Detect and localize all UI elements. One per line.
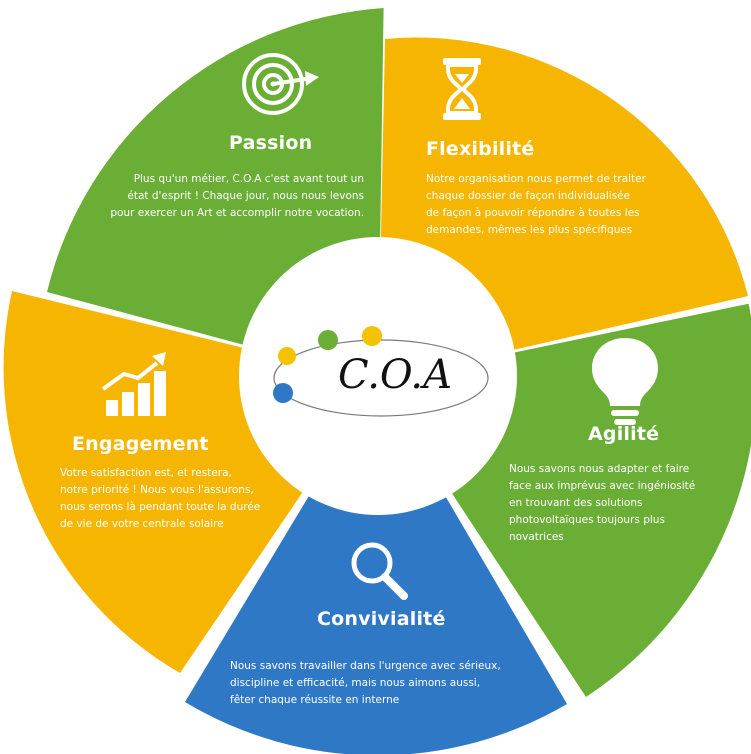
passion-title: Passion: [229, 132, 313, 154]
agilite-text: Nous savons nous adapter et faire face a…: [509, 461, 695, 546]
engagement-line-2: notre priorité ! Nous vous l'assurons,: [60, 484, 254, 496]
flexibilite-line-4: demandes, mêmes les plus spécifiques: [426, 224, 633, 236]
flexibilite-line-2: chaque dossier de façon individualisée: [426, 190, 631, 202]
lightbulb-icon: [592, 338, 658, 425]
agilite-line-2: face aux imprévus avec ingéniosité: [509, 480, 696, 492]
segment-convivialite: [185, 381, 567, 754]
logo-dot-yellow-large: [362, 326, 382, 346]
engagement-text: Votre satisfaction est, et restera, notr…: [60, 465, 260, 533]
convivialite-line-3: fêter chaque réussite en interne: [230, 694, 400, 706]
coa-logo-text: C.O.A: [338, 352, 452, 398]
convivialite-title: Convivialité: [317, 608, 446, 630]
passion-line-2: état d'esprit ! Chaque jour, nous nous l…: [127, 190, 364, 202]
passion-text: Plus qu'un métier, C.O.A c'est avant tou…: [82, 171, 364, 222]
passion-line-3: pour exercer un Art et accomplir notre v…: [110, 207, 364, 219]
logo-dot-yellow-small: [278, 347, 296, 365]
growth-chart-icon: [101, 352, 166, 416]
convivialite-line-1: Nous savons travailler dans l'urgence av…: [230, 660, 501, 672]
magnifier-icon: [351, 542, 408, 600]
convivialite-text: Nous savons travailler dans l'urgence av…: [230, 658, 501, 709]
agilite-line-1: Nous savons nous adapter et faire: [509, 463, 690, 475]
hourglass-icon: [443, 58, 481, 120]
agilite-line-4: photovoltaïques toujours plus: [509, 514, 665, 526]
passion-line-1: Plus qu'un métier, C.O.A c'est avant tou…: [133, 173, 364, 185]
agilite-line-3: en trouvant des solutions: [509, 497, 643, 509]
engagement-line-4: de vie de votre centrale solaire: [60, 518, 224, 530]
flexibilite-line-1: Notre organisation nous permet de traite…: [426, 173, 646, 185]
center-circle: [239, 237, 517, 515]
engagement-line-3: nous serons là pendant toute la durée: [60, 501, 261, 513]
engagement-title: Engagement: [72, 433, 209, 455]
engagement-line-1: Votre satisfaction est, et restera,: [60, 467, 232, 479]
flexibilite-title: Flexibilité: [426, 138, 535, 160]
logo-dot-green: [318, 330, 338, 350]
convivialite-line-2: discipline et efficacité, mais nous aimo…: [230, 677, 481, 689]
flexibilite-text: Notre organisation nous permet de traite…: [426, 171, 646, 239]
agilite-line-5: novatrices: [509, 531, 564, 543]
target-arrow-icon: [242, 53, 319, 115]
logo-dot-blue: [273, 383, 293, 403]
flexibilite-line-3: de façon à pouvoir répondre à toutes les: [426, 207, 640, 219]
agilite-title: Agilité: [588, 423, 660, 445]
